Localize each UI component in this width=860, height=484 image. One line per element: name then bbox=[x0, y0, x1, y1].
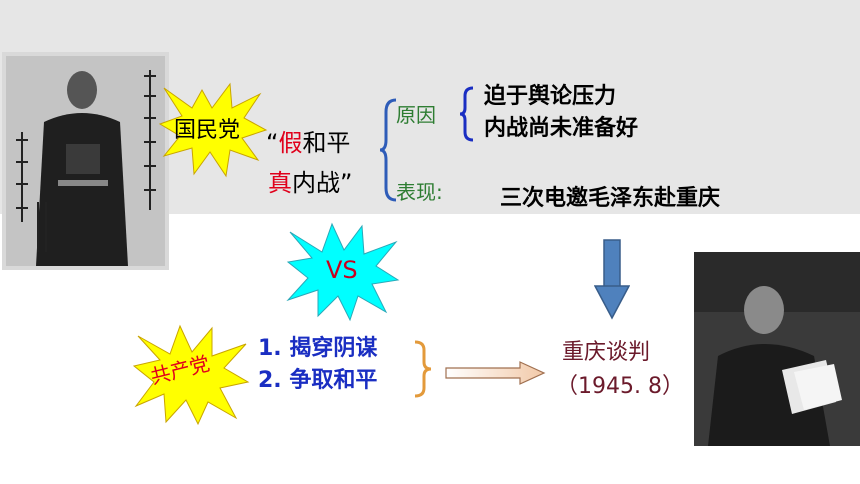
result-date: （1945. 8） bbox=[556, 374, 684, 399]
cpc-item-1: 1. 揭穿阴谋 bbox=[258, 336, 378, 361]
expression-text: 三次电邀毛泽东赴重庆 bbox=[500, 186, 721, 211]
portrait-photo-right bbox=[694, 252, 860, 446]
slogan-highlight-fake: 假 bbox=[278, 129, 303, 157]
cpc-brace-icon bbox=[412, 340, 434, 398]
expression-label: 表现: bbox=[396, 180, 443, 204]
reason-brace-icon bbox=[458, 86, 476, 142]
vs-burst: VS bbox=[286, 222, 400, 322]
down-arrow-icon bbox=[594, 238, 630, 320]
slogan-highlight-real: 真 bbox=[268, 169, 292, 197]
brace-icon bbox=[378, 98, 400, 202]
portrait-photo-left bbox=[2, 52, 169, 270]
result-title: 重庆谈判 bbox=[562, 340, 651, 365]
open-quote: “ bbox=[266, 129, 279, 157]
reason-item-1: 迫于舆论压力 bbox=[484, 84, 617, 109]
reason-label: 原因 bbox=[396, 103, 436, 127]
kmt-burst: 国民党 bbox=[158, 82, 268, 180]
slogan-peace: 和平 bbox=[302, 129, 351, 157]
vs-label: VS bbox=[326, 256, 358, 284]
explosion-burst-icon bbox=[286, 222, 400, 322]
explosion-burst-icon bbox=[132, 324, 250, 426]
kmt-slogan-line2: 真内战” bbox=[268, 171, 352, 195]
kmt-label: 国民党 bbox=[174, 118, 241, 143]
cpc-burst: 共产党 bbox=[132, 322, 250, 426]
explosion-burst-icon bbox=[158, 82, 268, 178]
reason-item-2: 内战尚未准备好 bbox=[484, 116, 639, 141]
right-arrow-icon bbox=[444, 360, 546, 386]
kmt-slogan-line1: “假和平 bbox=[266, 131, 350, 155]
cpc-item-2: 2. 争取和平 bbox=[258, 368, 378, 393]
slogan-civil-war: 内战” bbox=[292, 169, 353, 197]
